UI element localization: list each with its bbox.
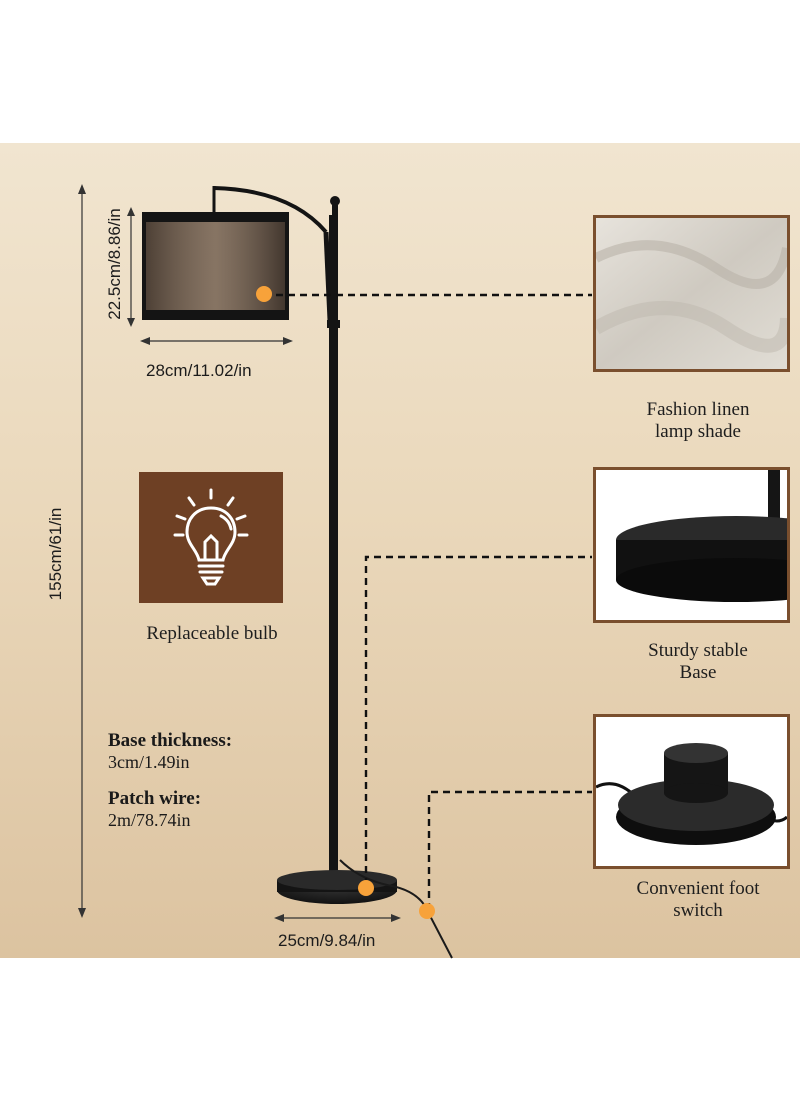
switch-detail-image [593, 714, 790, 869]
total-height-label: 155cm/61/in [46, 507, 65, 601]
shade-height-dimension-line [127, 207, 135, 327]
base-caption-line1: Sturdy stable [648, 640, 748, 661]
total-height-dimension-line [78, 184, 86, 918]
shade-width-dimension-line [140, 337, 293, 345]
shade-marker [256, 286, 272, 302]
foot-switch-closeup [596, 717, 787, 866]
lamp-shade [142, 212, 289, 320]
lamp-pole [212, 186, 340, 880]
base-caption: Sturdy stable Base [600, 640, 796, 684]
switch-caption: Convenient foot switch [600, 878, 796, 922]
patch-wire-value: 2m/78.74in [108, 810, 191, 830]
shade-width-label: 28cm/11.02/in [146, 361, 252, 380]
linen-detail-image [593, 215, 790, 372]
shade-height-label: 22.5cm/8.86/in [105, 208, 124, 320]
light-bulb-icon [173, 488, 249, 586]
switch-caption-line1: Convenient foot [636, 878, 760, 899]
linen-texture [596, 218, 787, 369]
shade-caption-line1: Fashion linen [646, 399, 750, 420]
bulb-tile [139, 472, 283, 603]
base-caption-line2: Base [679, 662, 717, 683]
power-cable [339, 859, 453, 959]
patch-wire-label: Patch wire: [108, 788, 202, 809]
base-width-dimension-line [274, 914, 401, 922]
base-closeup [596, 470, 787, 620]
switch-caption-line2: switch [673, 900, 723, 921]
base-thickness-label: Base thickness: [108, 730, 233, 751]
shade-caption-line2: lamp shade [654, 421, 741, 442]
base-marker [358, 880, 374, 896]
shade-caption: Fashion linen lamp shade [600, 399, 796, 443]
base-width-label: 25cm/9.84/in [278, 931, 376, 950]
leader-lines [264, 293, 592, 910]
switch-marker [419, 903, 435, 919]
base-detail-image [593, 467, 790, 623]
lamp-base [277, 870, 397, 904]
bulb-caption: Replaceable bulb [146, 623, 278, 644]
base-thickness-value: 3cm/1.49in [108, 752, 190, 772]
